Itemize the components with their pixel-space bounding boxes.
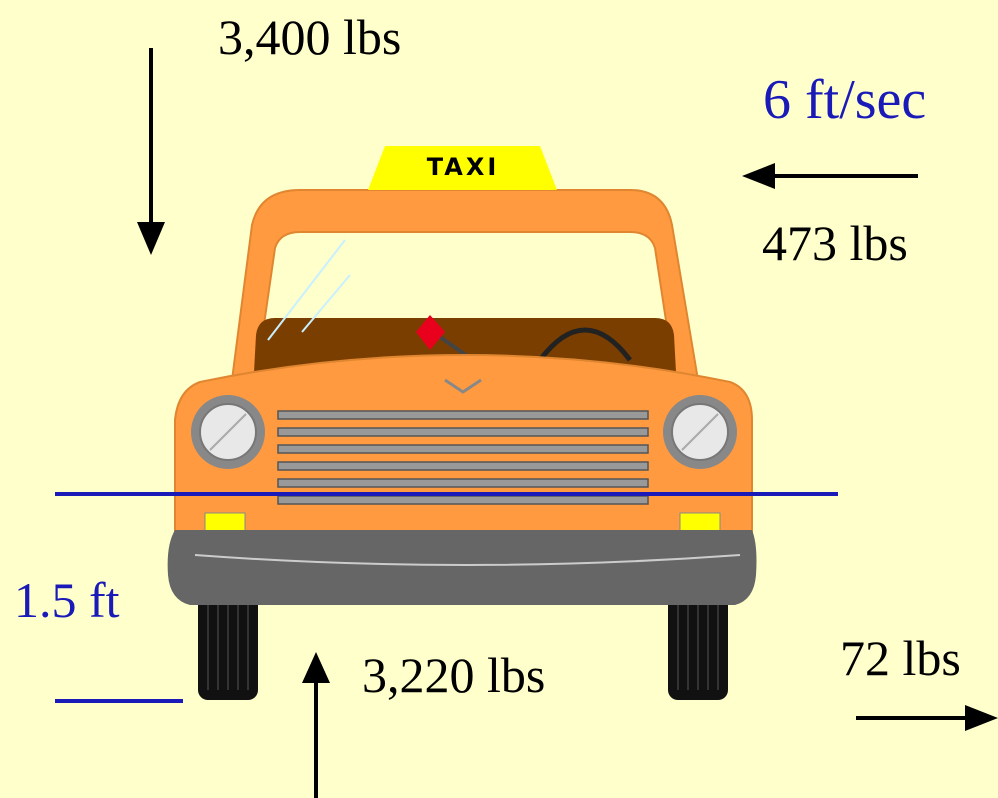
hood-emblem-icon — [444, 378, 482, 394]
weight-force-label: 3,400 lbs — [218, 9, 402, 65]
grille — [277, 410, 649, 505]
friction-arrow — [856, 705, 998, 731]
taxi-sign-label: TAXI — [427, 153, 500, 181]
normal-force-arrow — [302, 652, 330, 798]
weight-arrow — [137, 48, 165, 255]
right-headlight — [663, 395, 737, 469]
velocity-label: 6 ft/sec — [763, 69, 927, 131]
normal-force-label: 3,220 lbs — [362, 647, 546, 703]
drag-force-label: 473 lbs — [762, 215, 908, 271]
drag-arrow — [742, 163, 918, 189]
taxi-sign — [368, 146, 557, 190]
left-headlight — [191, 395, 265, 469]
taxi-illustration: TAXI — [167, 146, 757, 700]
friction-force-label: 72 lbs — [840, 630, 961, 686]
taxi-bumper — [167, 530, 757, 605]
height-label: 1.5 ft — [14, 572, 120, 628]
meter-flag-icon — [416, 315, 445, 350]
